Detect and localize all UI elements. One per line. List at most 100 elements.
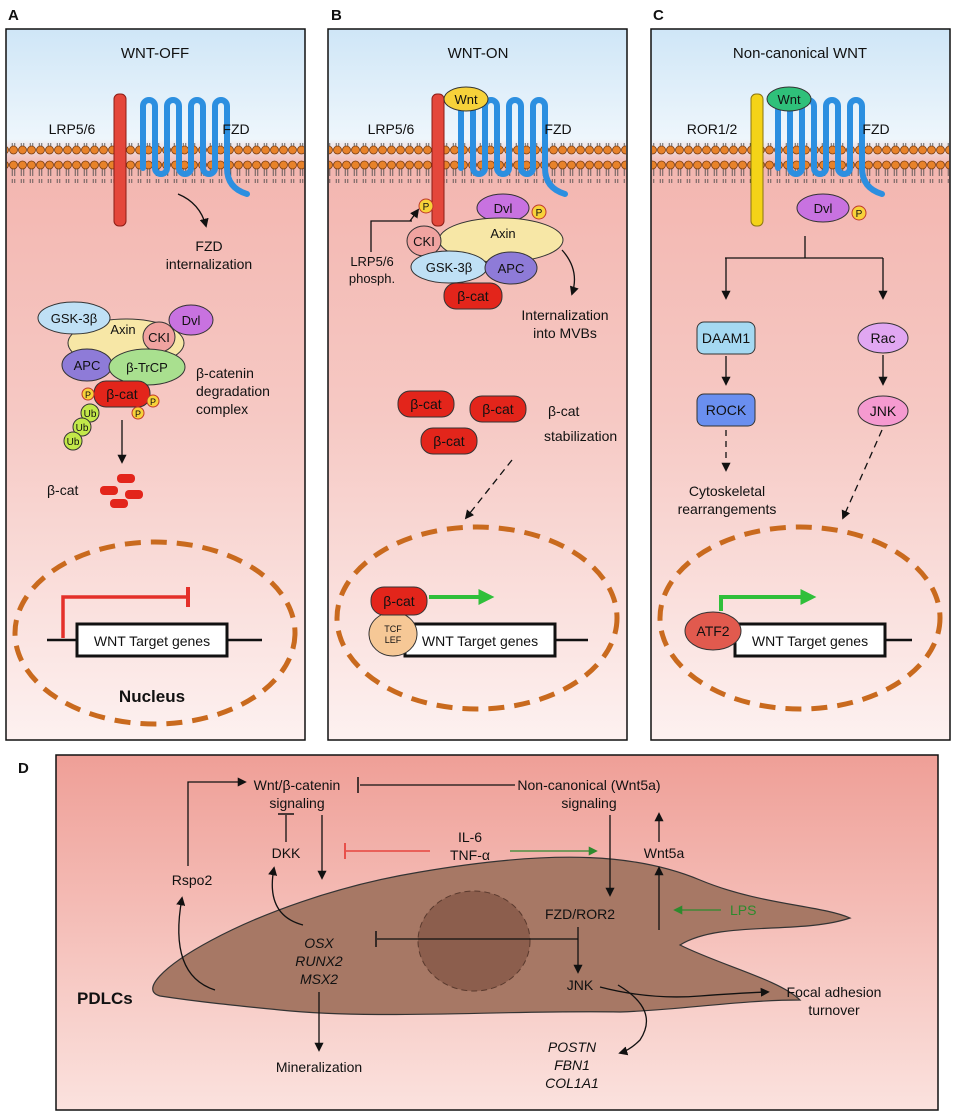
jnk-dashed-arrow	[841, 429, 883, 520]
panel-d: D Wnt/β-catenin signaling Non-canonical …	[18, 754, 939, 1111]
nuclear-bcat	[370, 586, 428, 616]
phosph-label-2: phosph.	[349, 271, 395, 286]
activation-arrow-c	[719, 589, 817, 611]
rac	[857, 322, 909, 354]
gene-fbn1: FBN1	[554, 1057, 590, 1073]
free-bcat-2	[469, 395, 527, 423]
free-bcat-1	[397, 390, 455, 418]
svg-text:DAAM1: DAAM1	[702, 330, 750, 346]
phosph-label-1: LRP5/6	[350, 254, 393, 269]
svg-text:P: P	[536, 208, 543, 219]
svg-text:LEF: LEF	[385, 635, 402, 645]
stab-label-2: stabilization	[544, 428, 617, 444]
dkk-label: DKK	[272, 845, 301, 861]
svg-text:Wnt: Wnt	[454, 92, 478, 107]
inhibition-arrow-a	[61, 595, 187, 638]
jnk-d-label: JNK	[567, 977, 594, 993]
svg-text:Ub: Ub	[76, 423, 89, 434]
wnt-ligand-b	[443, 86, 489, 112]
fzd-internalization-label-1: FZD	[195, 238, 222, 254]
svg-text:Dvl: Dvl	[814, 201, 833, 216]
pdlcs-label: PDLCs	[77, 989, 133, 1008]
mineralization-label: Mineralization	[276, 1059, 362, 1075]
membrane-b	[329, 143, 626, 183]
jnk-c	[857, 395, 909, 427]
svg-text:APC: APC	[74, 358, 101, 373]
stab-label-1: β-cat	[548, 403, 580, 419]
complex-label-1: β-catenin	[196, 365, 254, 381]
target-genes-label-b: WNT Target genes	[422, 633, 538, 649]
phosph-arrow-b	[370, 220, 412, 252]
svg-text:β-cat: β-cat	[457, 288, 489, 304]
svg-text:Axin: Axin	[110, 322, 135, 337]
svg-text:Rac: Rac	[871, 330, 896, 346]
svg-text:β-cat: β-cat	[410, 396, 442, 412]
fzd-label-c: FZD	[862, 121, 889, 137]
mvb-label-1: Internalization	[521, 307, 608, 323]
panel-a-title: WNT-OFF	[121, 45, 189, 62]
nucleus-label: Nucleus	[119, 687, 185, 706]
svg-text:P: P	[85, 390, 91, 400]
complex-label-3: complex	[196, 401, 248, 417]
lrp-label-b: LRP5/6	[368, 121, 415, 137]
panel-c-letter: C	[653, 7, 664, 24]
dvl-c	[796, 193, 850, 223]
svg-text:TCF: TCF	[384, 624, 402, 634]
svg-text:P: P	[856, 209, 863, 220]
lrp-label-a: LRP5/6	[49, 121, 96, 137]
focal-label-2: turnover	[808, 1002, 860, 1018]
internalization-arrow-a	[177, 193, 209, 228]
svg-text:APC: APC	[498, 261, 525, 276]
svg-text:CKI: CKI	[148, 330, 170, 345]
svg-text:Ub: Ub	[67, 437, 80, 448]
wnt-ligand-c	[766, 86, 812, 112]
panel-d-letter: D	[18, 760, 29, 777]
svg-text:β-cat: β-cat	[106, 386, 138, 402]
lrp-receptor-b	[431, 93, 445, 227]
panel-a: A WNT-OFF LRP5/6 FZD FZD internalization…	[5, 7, 306, 741]
osx-label: OSX	[304, 935, 334, 951]
wnt-bcat-label-2: signaling	[269, 795, 324, 811]
svg-text:P: P	[423, 202, 430, 213]
svg-text:JNK: JNK	[870, 403, 897, 419]
nucleus-a	[12, 539, 298, 727]
nucleus-b	[334, 524, 620, 712]
fzd-label-a: FZD	[222, 121, 249, 137]
tnf-label: TNF-α	[450, 847, 490, 863]
panel-b: B WNT-ON Wnt LRP5/6 FZD P Dvl P Axin CKI…	[327, 7, 628, 741]
cyto-label-2: rearrangements	[678, 501, 777, 517]
ror-receptor	[750, 93, 764, 227]
svg-text:Ub: Ub	[84, 409, 97, 420]
svg-text:P: P	[150, 397, 156, 407]
degradation-complex: Axin GSK-3β Dvl CKI APC β-TrCP β-cat P P…	[37, 301, 214, 451]
noncanon-label-2: signaling	[561, 795, 616, 811]
lps-label: LPS	[730, 902, 756, 918]
fzd-receptor-a	[140, 97, 250, 197]
panel-c: C Non-canonical WNT Wnt ROR1/2 FZD Dvl P…	[650, 7, 951, 741]
fzdror2-label: FZD/ROR2	[545, 906, 615, 922]
svg-text:β-TrCP: β-TrCP	[126, 360, 168, 375]
bcat-fragments	[100, 474, 143, 508]
msx2-label: MSX2	[300, 971, 338, 987]
cell-nucleus-d	[417, 890, 531, 992]
panel-a-letter: A	[8, 7, 19, 24]
svg-text:P: P	[135, 409, 141, 419]
free-bcat-3	[420, 427, 478, 455]
fzd-label-b: FZD	[544, 121, 571, 137]
apc-b	[484, 251, 538, 285]
svg-text:β-cat: β-cat	[383, 593, 415, 609]
lrp-receptor-a	[113, 93, 127, 227]
tcf-lef	[368, 611, 418, 657]
svg-text:ATF2: ATF2	[696, 623, 729, 639]
wnt-bcat-label-1: Wnt/β-catenin	[254, 777, 341, 793]
nucleus-c	[657, 524, 943, 712]
svg-text:β-cat: β-cat	[433, 433, 465, 449]
target-genes-box-b	[403, 622, 557, 658]
ror-label: ROR1/2	[687, 121, 738, 137]
bcat-complex-b	[443, 282, 503, 310]
translocation-arrow-b	[464, 459, 513, 520]
gene-postn: POSTN	[548, 1039, 597, 1055]
fzd-receptor-b	[458, 97, 568, 197]
mvb-label-2: into MVBs	[533, 325, 597, 341]
